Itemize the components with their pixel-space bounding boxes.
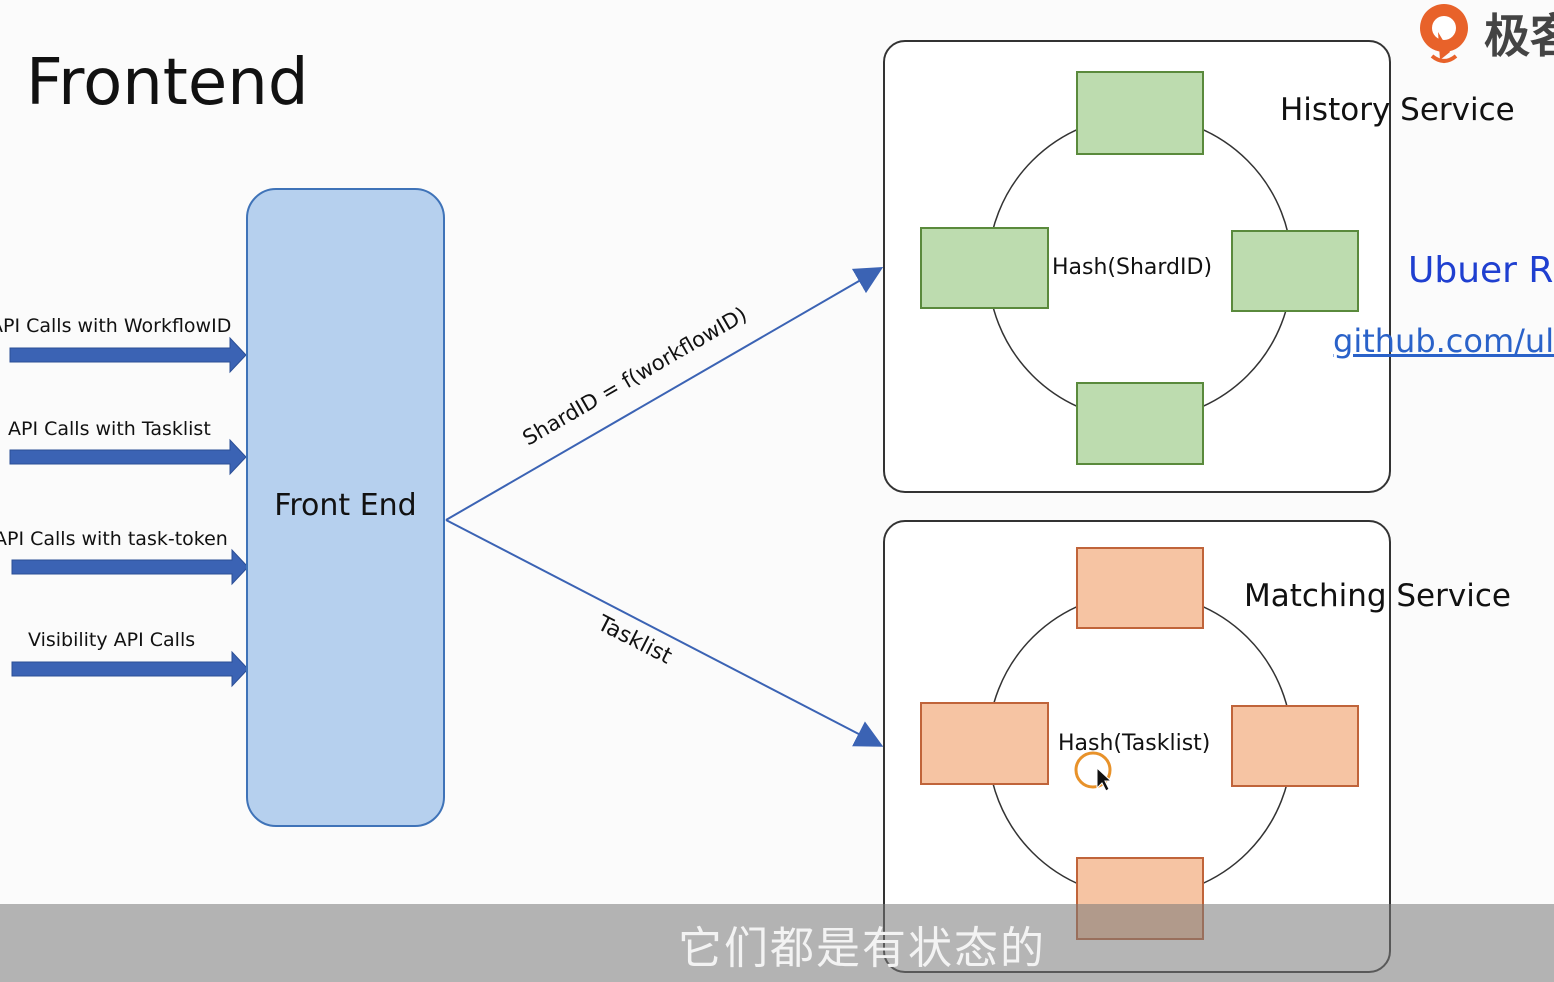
frontend-label: Front End <box>274 488 417 523</box>
history-node-top <box>1076 71 1204 155</box>
page-title: Frontend <box>26 46 309 120</box>
arrow-workflowid <box>9 336 247 374</box>
cursor-arrow-icon <box>1096 766 1113 792</box>
input-arrows <box>9 336 249 688</box>
input-label-tasklist: API Calls with Tasklist <box>8 418 211 440</box>
frontend-box <box>246 188 445 827</box>
reference-link[interactable]: github.com/ul <box>1333 322 1554 360</box>
subtitle-band <box>0 904 1554 982</box>
cursor-highlight-icon <box>1074 751 1112 789</box>
history-node-bottom <box>1076 382 1204 465</box>
matching-node-left <box>920 702 1049 785</box>
matching-node-right <box>1231 705 1359 787</box>
reference-title: Ubuer Ri <box>1408 250 1554 291</box>
matching-ring-label: Hash(Tasklist) <box>1058 731 1211 756</box>
arrow-task-token <box>11 548 249 586</box>
edge-to-history <box>445 266 884 521</box>
edge-label-matching: Tasklist <box>592 611 676 670</box>
logo-icon <box>1420 4 1468 63</box>
logo-text: 极客 <box>1484 9 1554 63</box>
history-node-right <box>1231 230 1359 312</box>
history-service-title: History Service <box>1280 92 1515 128</box>
history-node-left <box>920 227 1049 309</box>
matching-service-title: Matching Service <box>1244 578 1511 614</box>
input-label-workflowid: API Calls with WorkflowID <box>0 315 232 337</box>
subtitle-caption: 它们都是有状态的 <box>678 923 1046 974</box>
matching-node-top <box>1076 547 1204 629</box>
input-label-task-token: API Calls with task-token <box>0 528 228 550</box>
history-ring-label: Hash(ShardID) <box>1052 255 1213 280</box>
input-label-visibility: Visibility API Calls <box>28 629 196 651</box>
arrow-tasklist <box>9 438 247 476</box>
arrow-visibility <box>11 650 249 688</box>
edge-label-history: ShardID = f(workflowID) <box>519 302 752 450</box>
edge-to-matching <box>445 519 884 747</box>
